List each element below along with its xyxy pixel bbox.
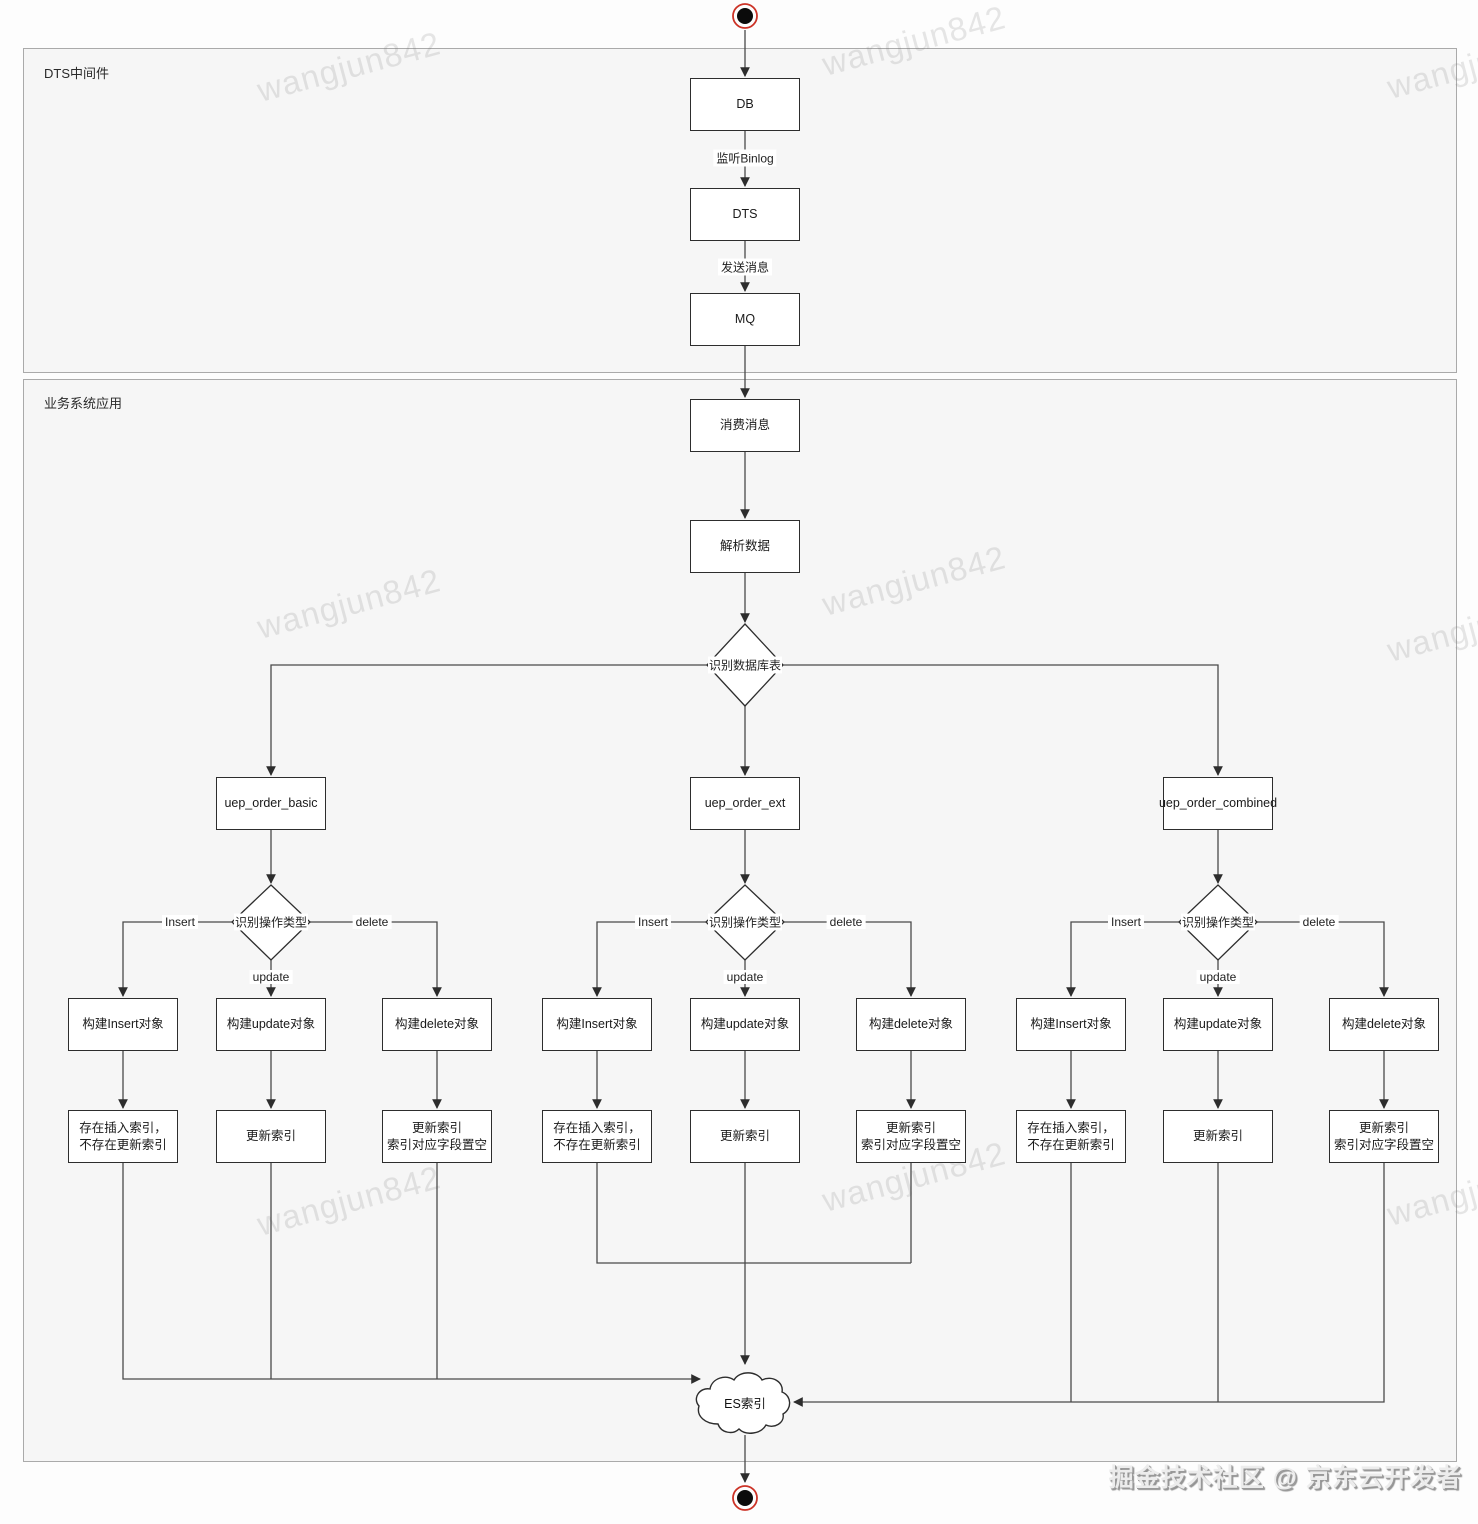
node-table-uep-order-combined: uep_order_combined — [1159, 777, 1277, 830]
edge-label-delete: delete — [826, 915, 866, 929]
node-consume-label: 消费消息 — [719, 418, 770, 433]
result-line: 索引对应字段置空 — [1333, 1137, 1434, 1152]
node-mq-label: MQ — [734, 312, 756, 327]
result-line: 存在插入索引， — [1027, 1121, 1115, 1136]
result-line: 更新索引 — [719, 1129, 770, 1144]
cloud-icon — [695, 1372, 791, 1434]
result-line: 更新索引 — [885, 1121, 936, 1136]
node-insert-result: 存在插入索引， 不存在更新索引 — [68, 1110, 178, 1163]
op-decision-label-basic: 识别操作类型 — [233, 913, 309, 931]
table-name: uep_order_combined — [1158, 796, 1278, 811]
node-build-update-object: 构建update对象 — [1163, 998, 1273, 1051]
node-delete-result: 更新索引 索引对应字段置空 — [856, 1110, 966, 1163]
result-line: 更新索引 — [411, 1121, 462, 1136]
node-es-index: ES索引 — [691, 1367, 799, 1437]
result-line: 不存在更新索引 — [553, 1137, 641, 1152]
start-terminal — [732, 3, 758, 29]
table-decision-label: 识别数据库表 — [707, 656, 783, 674]
end-terminal — [732, 1485, 758, 1511]
node-db: DB — [690, 78, 800, 131]
result-line: 索引对应字段置空 — [860, 1137, 961, 1152]
node-parse-label: 解析数据 — [719, 539, 770, 554]
edge-label-update: update — [1196, 970, 1240, 984]
node-update-result: 更新索引 — [216, 1110, 326, 1163]
node-delete-result: 更新索引 索引对应字段置空 — [1329, 1110, 1439, 1163]
node-table-uep-order-ext: uep_order_ext — [690, 777, 800, 830]
node-table-uep-order-basic: uep_order_basic — [216, 777, 326, 830]
edge-label-send-message: 发送消息 — [717, 258, 773, 276]
edge-label-insert: Insert — [634, 915, 672, 929]
node-build-delete-object: 构建delete对象 — [856, 998, 966, 1051]
result-line: 存在插入索引， — [79, 1121, 167, 1136]
node-build-update-object: 构建update对象 — [690, 998, 800, 1051]
op-decision-label-combined: 识别操作类型 — [1180, 913, 1256, 931]
edge-label-insert: Insert — [1107, 915, 1145, 929]
business-system-label: 业务系统应用 — [44, 396, 123, 411]
result-line: 更新索引 — [1358, 1121, 1409, 1136]
dts-middleware-label: DTS中间件 — [44, 66, 110, 81]
action-label: 构建update对象 — [226, 1017, 316, 1032]
node-update-result: 更新索引 — [1163, 1110, 1273, 1163]
result-line: 索引对应字段置空 — [386, 1137, 487, 1152]
action-label: 构建Insert对象 — [1030, 1017, 1112, 1032]
node-build-delete-object: 构建delete对象 — [1329, 998, 1439, 1051]
edge-label-listen-binlog: 监听Binlog — [713, 149, 777, 167]
node-mq: MQ — [690, 293, 800, 346]
node-build-insert-object: 构建Insert对象 — [542, 998, 652, 1051]
node-parse-data: 解析数据 — [690, 520, 800, 573]
edge-label-update: update — [249, 970, 293, 984]
node-dts: DTS — [690, 188, 800, 241]
node-dts-label: DTS — [732, 207, 758, 222]
result-line: 存在插入索引， — [553, 1121, 641, 1136]
credit-watermark: 掘金技术社区 @ 京东云开发者 — [1108, 1464, 1462, 1492]
edge-label-delete: delete — [352, 915, 392, 929]
result-line: 更新索引 — [1192, 1129, 1243, 1144]
edge-label-update: update — [723, 970, 767, 984]
edge-label-delete: delete — [1299, 915, 1339, 929]
node-build-insert-object: 构建Insert对象 — [68, 998, 178, 1051]
result-line: 不存在更新索引 — [1027, 1137, 1115, 1152]
action-label: 构建delete对象 — [394, 1017, 480, 1032]
node-consume-message: 消费消息 — [690, 399, 800, 452]
table-name: uep_order_basic — [224, 796, 318, 811]
node-insert-result: 存在插入索引， 不存在更新索引 — [1016, 1110, 1126, 1163]
node-insert-result: 存在插入索引， 不存在更新索引 — [542, 1110, 652, 1163]
action-label: 构建Insert对象 — [556, 1017, 638, 1032]
node-db-label: DB — [736, 97, 754, 112]
node-delete-result: 更新索引 索引对应字段置空 — [382, 1110, 492, 1163]
edge-label-insert: Insert — [161, 915, 199, 929]
action-label: 构建Insert对象 — [82, 1017, 164, 1032]
action-label: 构建delete对象 — [1341, 1017, 1427, 1032]
node-build-delete-object: 构建delete对象 — [382, 998, 492, 1051]
es-index-label: ES索引 — [724, 1396, 766, 1411]
op-decision-label-ext: 识别操作类型 — [707, 913, 783, 931]
result-line: 更新索引 — [245, 1129, 296, 1144]
result-line: 不存在更新索引 — [79, 1137, 167, 1152]
action-label: 构建update对象 — [1173, 1017, 1263, 1032]
action-label: 构建delete对象 — [868, 1017, 954, 1032]
node-build-insert-object: 构建Insert对象 — [1016, 998, 1126, 1051]
node-build-update-object: 构建update对象 — [216, 998, 326, 1051]
node-update-result: 更新索引 — [690, 1110, 800, 1163]
table-name: uep_order_ext — [704, 796, 786, 811]
action-label: 构建update对象 — [700, 1017, 790, 1032]
